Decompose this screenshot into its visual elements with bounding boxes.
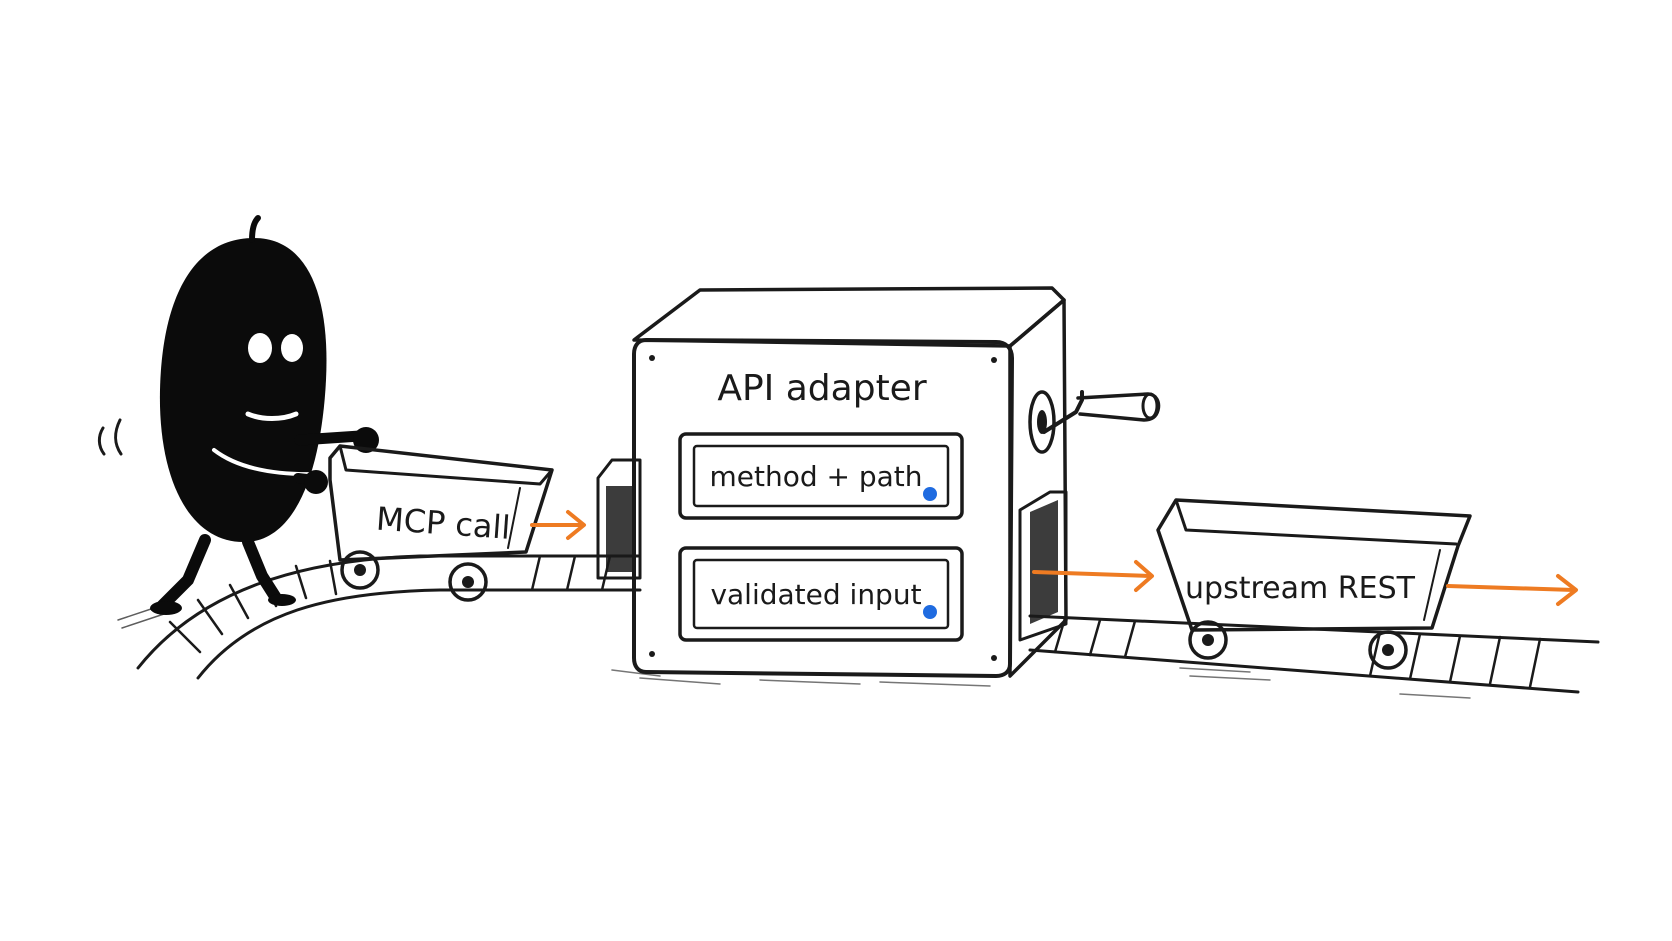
slot-bottom-label: validated input bbox=[710, 578, 921, 611]
motion-lines-icon bbox=[97, 418, 123, 456]
cart-right-label: upstream REST bbox=[1185, 571, 1416, 606]
cart-right-wheels bbox=[1188, 620, 1408, 670]
machine-title: API adapter bbox=[717, 368, 926, 409]
arrow-icon bbox=[1032, 560, 1154, 592]
character bbox=[97, 215, 379, 615]
right-eye bbox=[281, 334, 303, 362]
cart-right: upstream REST bbox=[1156, 498, 1472, 670]
cart-left-label: MCP call bbox=[375, 500, 512, 547]
arrow-icon bbox=[1446, 574, 1578, 606]
cart-left: MCP call bbox=[328, 444, 554, 602]
character-body bbox=[159, 238, 327, 543]
slot-top-label: method + path bbox=[709, 460, 922, 493]
api-adapter-machine: API adapter method + path validated inpu… bbox=[596, 286, 1161, 687]
mouth bbox=[245, 411, 299, 421]
cart-left-wheels bbox=[340, 550, 488, 602]
status-indicator-icon bbox=[923, 487, 937, 501]
slot-top: method + path bbox=[678, 432, 964, 520]
arrow-icon bbox=[530, 510, 586, 540]
crank-handle-icon bbox=[1028, 390, 1161, 454]
slot-bottom: validated input bbox=[678, 546, 964, 642]
left-eye bbox=[248, 333, 272, 363]
status-indicator-icon bbox=[923, 605, 937, 619]
